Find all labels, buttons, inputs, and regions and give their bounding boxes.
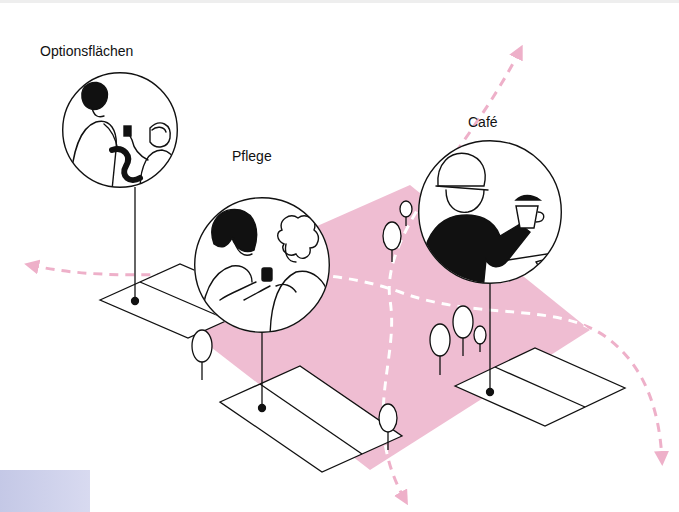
top-edge [0, 0, 679, 3]
illustration-circle: Pflege [194, 197, 330, 333]
people-talking [70, 82, 178, 190]
care-scene [200, 209, 330, 340]
corner-band [0, 470, 90, 512]
circle-outline [418, 140, 562, 284]
circle-heading: Café [468, 113, 498, 131]
circle-outline [194, 197, 330, 333]
illustration-circle: Optionsflächen [62, 72, 178, 188]
circle-heading: Pflege [232, 147, 272, 165]
building-footprints [100, 264, 625, 472]
path-arrows [30, 50, 662, 500]
illustration-circle: Café [418, 140, 562, 284]
cafe-guest [420, 153, 560, 300]
circle-outline [62, 72, 178, 188]
circle-heading: Optionsflächen [40, 42, 133, 60]
